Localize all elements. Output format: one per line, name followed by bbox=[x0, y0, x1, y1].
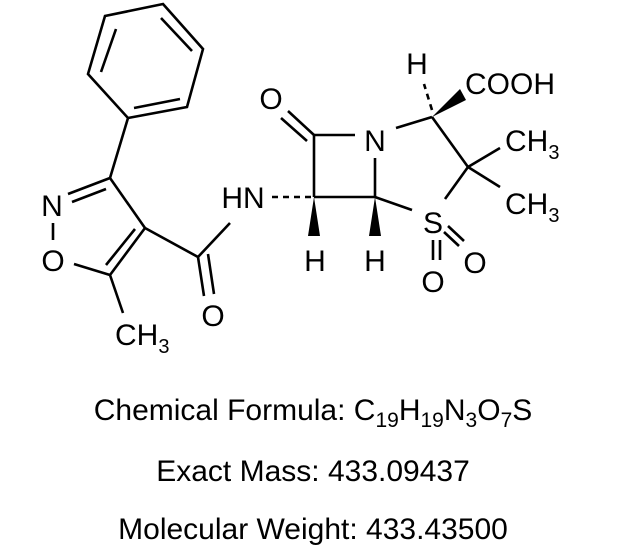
wedge-bond bbox=[432, 89, 466, 117]
atom-label-o-isoxazole: O bbox=[41, 245, 64, 278]
atom-label-o-sulfone-1: O bbox=[421, 266, 444, 299]
penam-core-bonds bbox=[280, 83, 501, 260]
phenyl-ring bbox=[86, 2, 205, 120]
chemical-formula: Chemical Formula: C19H19N3O7S bbox=[94, 394, 533, 432]
atom-label-cooh: COOH bbox=[465, 68, 555, 101]
atom-label-methyl: CH3 bbox=[505, 125, 559, 164]
atom-label-h-c3: H bbox=[406, 48, 428, 81]
atom-label-o-sulfone-2: O bbox=[463, 247, 486, 280]
atom-label-o-amide: O bbox=[201, 300, 224, 333]
atom-label-o-lactam: O bbox=[259, 83, 282, 116]
atom-label-s: S bbox=[423, 207, 443, 240]
atom-label-methyl: CH3 bbox=[115, 319, 169, 358]
atom-label-h-c6: H bbox=[304, 245, 326, 278]
isoxazole-ring-bonds bbox=[51, 117, 147, 314]
amide-bonds bbox=[144, 195, 314, 297]
exact-mass: Exact Mass: 433.09437 bbox=[156, 455, 470, 488]
molecular-weight: Molecular Weight: 433.43500 bbox=[118, 513, 508, 546]
atom-label-n-ring: N bbox=[364, 125, 386, 158]
atom-label-methyl: CH3 bbox=[505, 188, 559, 227]
atom-label-n-isoxazole: N bbox=[41, 190, 63, 223]
atom-label-hn: HN bbox=[221, 182, 264, 215]
atom-label-h-c5: H bbox=[364, 245, 386, 278]
wedge-bond bbox=[369, 197, 381, 236]
wedge-bond bbox=[308, 197, 320, 236]
